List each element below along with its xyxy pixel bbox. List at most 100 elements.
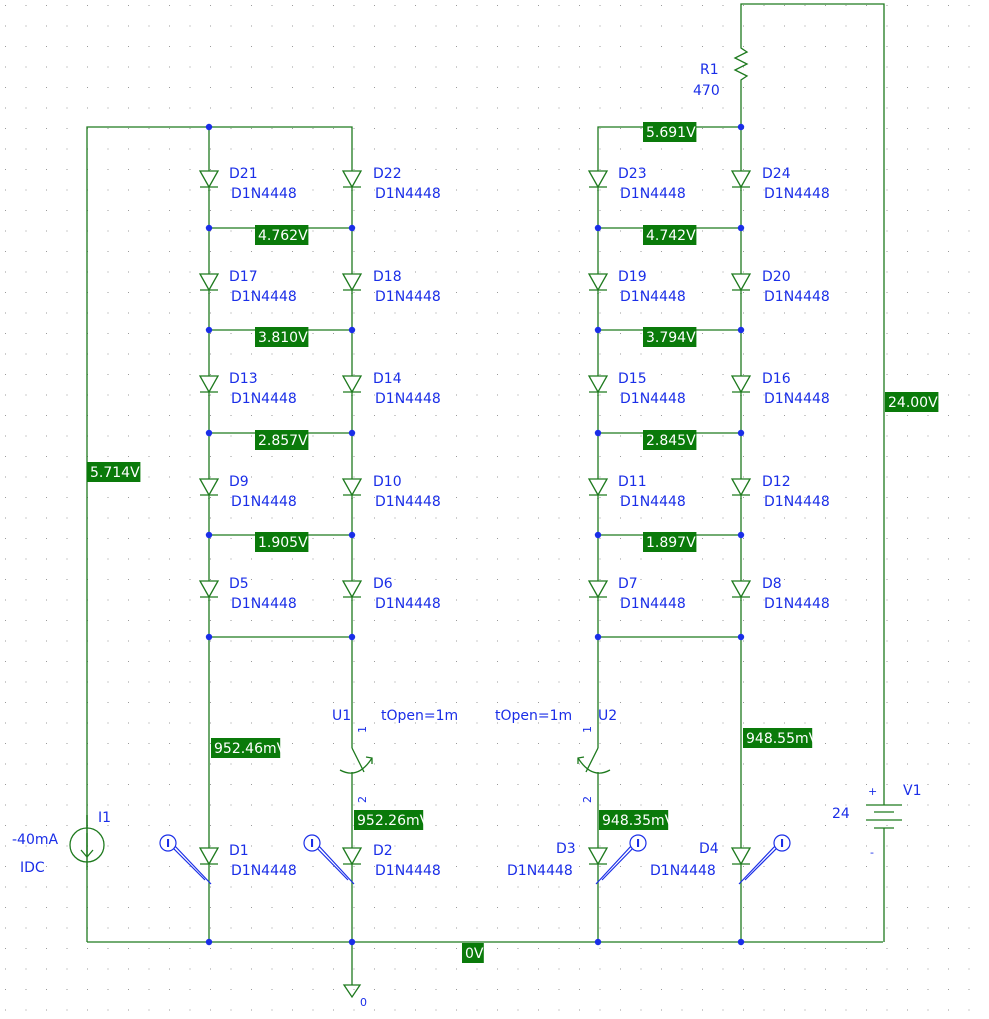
junction-dot	[594, 633, 602, 641]
diode-model-label: D1N4448	[231, 596, 297, 612]
diode-name-label: D24	[762, 166, 791, 182]
junction-dot	[737, 123, 745, 131]
voltage-marker: 1.905V	[255, 532, 309, 552]
diode-name-label: D23	[618, 166, 647, 182]
junction-dot	[205, 224, 213, 232]
i1-value-label: -40mA	[12, 832, 59, 848]
diode-model-label: D1N4448	[375, 494, 441, 510]
junction-dot	[737, 429, 745, 437]
diode-model-label: D1N4448	[231, 863, 297, 879]
diode-model-label: D1N4448	[650, 863, 716, 879]
junction-dot	[594, 326, 602, 334]
diode-name-label: D15	[618, 371, 647, 387]
u1-name-label: U1	[332, 708, 351, 724]
junction-dot	[737, 326, 745, 334]
voltage-marker: 948.55mV	[743, 728, 819, 748]
diode-name-label: D11	[618, 474, 647, 490]
current-probe-icon: I	[159, 834, 212, 885]
junction-dot	[348, 224, 356, 232]
ground-symbol: 0	[342, 984, 367, 1009]
diode-model-label: D1N4448	[375, 391, 441, 407]
junction-dot	[348, 531, 356, 539]
diode-name-label: D2	[373, 843, 393, 859]
r1-name-label: R1	[700, 62, 719, 78]
diode-model-label: D1N4448	[764, 494, 830, 510]
diode-model-label: D1N4448	[375, 289, 441, 305]
voltage-marker: 4.742V	[643, 225, 697, 245]
junction-dot	[205, 429, 213, 437]
voltage-source-v1: + - V1 24	[832, 783, 921, 859]
diode-model-label: D1N4448	[764, 186, 830, 202]
current-probe-icon: I	[595, 834, 647, 885]
diode-model-label: D1N4448	[375, 186, 441, 202]
u2-param-label: tOpen=1m	[495, 708, 572, 724]
u2-pin1-label: 1	[581, 726, 594, 733]
diode-model-label: D1N4448	[620, 494, 686, 510]
voltage-marker: 3.810V	[255, 327, 309, 347]
voltage-value: 24.00V	[888, 395, 938, 411]
i1-name-label: I1	[98, 810, 111, 826]
junction-dot	[348, 326, 356, 334]
diode-name-label: D21	[229, 166, 258, 182]
diode-model-label: D1N4448	[231, 186, 297, 202]
u1-pin1-label: 1	[356, 726, 369, 733]
voltage-value: 5.691V	[646, 125, 696, 141]
voltage-value: 948.55mV	[746, 731, 819, 747]
voltage-value: 1.905V	[258, 535, 308, 551]
v1-plus-label: +	[868, 785, 877, 798]
voltage-value: 948.35mV	[602, 813, 675, 829]
probe-label: I	[780, 837, 784, 850]
diode-model-label: D1N4448	[764, 596, 830, 612]
ground-label: 0	[360, 996, 367, 1009]
voltage-marker: 3.794V	[643, 327, 697, 347]
voltage-value: 4.742V	[646, 228, 696, 244]
diode-name-label: D6	[373, 576, 393, 592]
r1-value-label: 470	[693, 83, 720, 99]
voltage-marker: 2.845V	[643, 430, 697, 450]
voltage-marker: 2.857V	[255, 430, 309, 450]
diode-model-label: D1N4448	[231, 289, 297, 305]
diode-model-label: D1N4448	[620, 289, 686, 305]
probe-label: I	[310, 837, 314, 850]
diode-name-label: D17	[229, 269, 258, 285]
v1-minus-label: -	[870, 846, 874, 859]
probe-label: I	[636, 837, 640, 850]
voltage-marker: 948.35mV	[599, 810, 675, 830]
switch-u2: U2 tOpen=1m 1 2	[495, 708, 617, 803]
junction-dot	[594, 938, 602, 946]
i1-type-label: IDC	[20, 860, 45, 876]
diode-name-label: D10	[373, 474, 402, 490]
voltage-marker: 5.714V	[87, 462, 141, 482]
diode-name-label: D18	[373, 269, 402, 285]
diode-model-label: D1N4448	[620, 596, 686, 612]
voltage-value: 4.762V	[258, 228, 308, 244]
junction-dot	[205, 123, 213, 131]
v1-name-label: V1	[903, 783, 921, 799]
diode-model-label: D1N4448	[764, 289, 830, 305]
voltage-value: 2.857V	[258, 433, 308, 449]
junction-dot	[594, 429, 602, 437]
diode-model-label: D1N4448	[764, 391, 830, 407]
voltage-marker: 4.762V	[255, 225, 309, 245]
diode-name-label: D7	[618, 576, 638, 592]
voltage-marker: 1.897V	[643, 532, 697, 552]
diode-model-label: D1N4448	[231, 494, 297, 510]
current-probe-icon: I	[738, 834, 791, 885]
diode-name-label: D8	[762, 576, 782, 592]
